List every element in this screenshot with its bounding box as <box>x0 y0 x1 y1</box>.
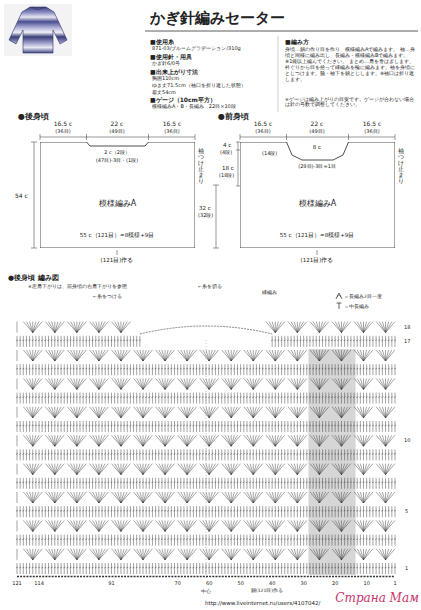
note-text: かぎ針6/0号 <box>152 60 180 66</box>
stitch-row <box>16 336 396 347</box>
dimension-label: 袖つけ止まり <box>198 148 204 184</box>
dimension-label: (36目) <box>55 128 70 134</box>
dimension-label: (18段) <box>219 172 234 178</box>
note-text: 模様編みA・B・長編み 22目×10段 <box>152 103 236 109</box>
chart-number: 70 <box>173 580 181 586</box>
dimension-label: 16.5 c <box>163 120 182 127</box>
dimension-label: (14段) <box>262 150 277 156</box>
chart-number: 114 <box>33 580 45 586</box>
stitch-symbol <box>335 302 344 310</box>
stitch-row <box>17 378 395 389</box>
piece-shape <box>240 142 395 248</box>
center-line <box>206 340 207 578</box>
dimension-label: 54 c <box>15 192 28 199</box>
pattern-name: 模様編みA <box>299 198 336 209</box>
note-text: ●後身頃 編み図 <box>8 274 59 282</box>
neck-edging <box>140 326 272 334</box>
stitch-symbol-stroke <box>337 303 342 309</box>
note-text: ■使用針・用具 <box>150 53 192 60</box>
note-text: 身頃…鎖の作り目を作り、模様編みAで編みます。 袖…身頃と同様に編み出し、長編み… <box>285 46 415 82</box>
dimension-label: 55 c（121目）=8模様+9目 <box>80 232 154 239</box>
dimension-label: 16.5 c <box>254 120 273 127</box>
chart-number: 50 <box>236 580 244 586</box>
dimension-label: (32段) <box>198 212 213 218</box>
note-text: ※ゲージは編み上がりの目安です。ゲージが合わない場合は針の号数で調整してください… <box>285 97 415 108</box>
chart-number: 91 <box>107 580 115 586</box>
dimension-label: (4段) <box>220 149 232 155</box>
dimension-label: (121目)作る <box>101 257 134 264</box>
dimension-label: (29目)-3目=1目 <box>298 163 336 169</box>
dimension-label: (49目) <box>309 128 324 134</box>
dimension-label: 22 c <box>311 120 324 127</box>
stitch-symbol <box>335 292 344 300</box>
dimension-label: 32 c <box>199 205 211 212</box>
chart-number: 1 <box>392 580 397 586</box>
dimension-label: 16.5 c <box>54 120 73 127</box>
stitch-row <box>16 535 396 546</box>
chart-number: 10 <box>362 580 370 586</box>
watermark: Страна Мам <box>335 591 419 605</box>
dimension-label: (36目) <box>255 128 270 134</box>
chart-number: 40 <box>268 580 276 586</box>
note-text: 縁編み <box>262 290 277 295</box>
chart-number: 17 <box>403 338 411 344</box>
note-text: 鎖(121目)作る <box>250 588 284 593</box>
chart-number: 5 <box>404 508 409 514</box>
page-title: かぎ針編みセーター <box>150 9 285 27</box>
photo-neckline <box>32 7 44 10</box>
note-text: ※左肩下がりは、前身頃の右肩下がりを参照 <box>28 284 127 289</box>
note-text: ●前身頃 <box>218 112 249 122</box>
dimension-label: 55 c（121目）=8模様+9目 <box>280 232 354 239</box>
note-text: ■出来上がり寸法 <box>150 68 198 75</box>
piece-shape <box>40 142 195 248</box>
dimension-label: 8 c <box>313 144 321 151</box>
legend-text: ＝中長編み <box>344 304 369 309</box>
legend-entry: ＝長編み2目一度 <box>335 292 382 300</box>
dimension-label: 22 c <box>111 120 124 127</box>
chart-number: 30 <box>299 580 307 586</box>
sweater-photo <box>9 7 67 53</box>
note-text: ゆき丈71.5cm（袖口を折り返した状態） <box>152 82 246 88</box>
title-rule <box>145 31 418 32</box>
dimension-label: 袖つけ止まり <box>398 148 404 184</box>
chart-number: 121 <box>11 580 23 586</box>
column-rule <box>278 36 279 112</box>
note-text: ■編み方 <box>285 38 309 45</box>
dimension-label: 16.5 c <box>363 120 382 127</box>
note-text: ■使用糸 <box>150 38 174 45</box>
chart-number: 18 <box>403 324 411 330</box>
stitch-chart <box>16 322 396 578</box>
dimension-label: 18 c <box>222 165 234 172</box>
note-text: http://www.liveinternet.ru/users/4107042… <box>205 600 320 607</box>
dimension-label: (49目) <box>109 128 124 134</box>
chart-number: 20 <box>331 580 339 586</box>
note-text: 871-03/ブルームグラデーション/310g <box>152 45 241 51</box>
dimension-label: 2 c（2段） <box>104 149 130 155</box>
note-text: ■ゲージ（10cm平方） <box>150 96 216 103</box>
dimension-label: (47目)-3目・(1段) <box>96 157 138 163</box>
dimension-label: 4 c <box>223 142 231 149</box>
note-text: 胸囲110cm <box>152 75 179 81</box>
note-text: ●後身頃 <box>18 112 49 122</box>
chart-number: 中心 <box>200 588 212 594</box>
legend-entry: ＝中長編み <box>335 302 369 310</box>
note-text: 着丈54cm <box>152 89 176 95</box>
note-text: ←糸を切る <box>198 284 222 289</box>
stitch-row <box>17 322 395 333</box>
legend-text: ＝長編み2目一度 <box>344 294 382 299</box>
dimension-label: (36目) <box>364 128 379 134</box>
dimension-label: (36目) <box>164 128 179 134</box>
chain-foundation <box>17 576 395 577</box>
dimension-label: (121目)作る <box>301 257 334 264</box>
chart-number: 10 <box>403 437 411 443</box>
photo-ground <box>4 4 72 56</box>
stitch-symbol-stroke <box>336 293 342 299</box>
note-text: ←糸をつける <box>92 294 123 299</box>
chart-number: 1 <box>404 565 409 571</box>
pattern-name: 模様編みA <box>99 198 136 209</box>
dimension-lines <box>31 134 395 255</box>
chart-number: 60 <box>205 580 213 586</box>
